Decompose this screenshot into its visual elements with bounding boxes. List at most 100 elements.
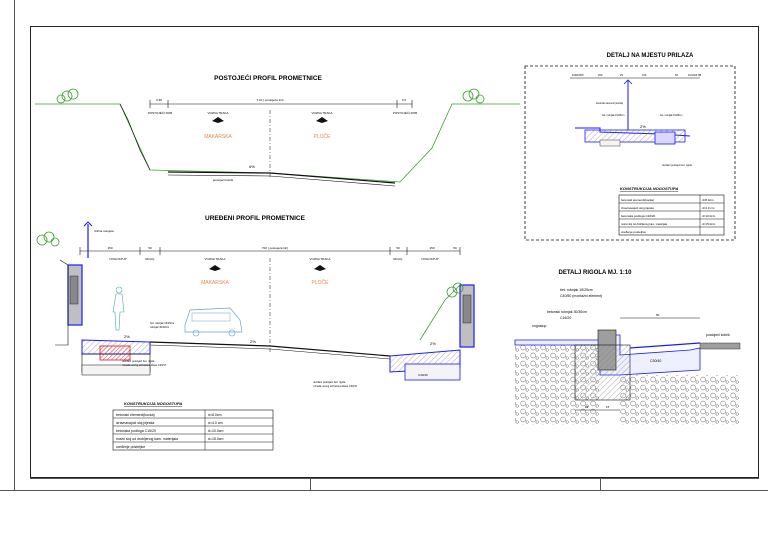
rigol-label: postojeći kolnik bbox=[706, 333, 730, 337]
table-detail-row-name: uređenje posteljice bbox=[621, 230, 646, 234]
existing-dest-left: MAKARSKA bbox=[204, 134, 232, 140]
table-detail-row-name: betonska podloga C16/20 bbox=[621, 214, 656, 218]
title-block-divider bbox=[310, 478, 311, 490]
arranged-lane-left: VOZNA TRAKA bbox=[205, 257, 226, 261]
rigol-label: nogostup bbox=[532, 324, 546, 328]
table-main-row-name: betonska podloga C16/20 bbox=[116, 429, 156, 433]
slope-right: 2% bbox=[430, 341, 436, 346]
rigol-label: betonski rubnjak 30/30cm bbox=[547, 310, 587, 314]
rigol-label: bet. rubnjak 15/25cm bbox=[560, 288, 593, 292]
existing-profile-title: POSTOJEĆI PROFIL PROMETNICE bbox=[214, 73, 322, 82]
detail-dim: 100/100/5 bbox=[572, 73, 584, 77]
arranged-dim: 150 bbox=[429, 246, 434, 250]
arranged-dim: 50 bbox=[396, 246, 400, 250]
slope-mid: 2% bbox=[250, 339, 256, 344]
detail-note: utvrđeni postojeći bet. rigola bbox=[662, 164, 692, 167]
detail-note: bet. rubnjak 15/25cm bbox=[660, 114, 682, 117]
rigol-dim-bottom: 15 bbox=[606, 405, 610, 409]
table-detail-title: KONSTRUKCIJA NOGOSTUPA bbox=[620, 186, 678, 191]
label-nogostup-left: NOGOSTUP bbox=[109, 257, 126, 261]
table-detail-row-value: d=8.0cm bbox=[702, 198, 714, 202]
label-rigol-left: RIGOL bbox=[145, 257, 155, 261]
car-icon bbox=[184, 307, 243, 337]
existing-side-right: POSTOJEĆI ROB bbox=[393, 110, 417, 115]
existing-side-left: POSTOJEĆI ROB bbox=[148, 110, 172, 115]
arranged-lane-right: VOZNA TRAKA bbox=[310, 257, 331, 261]
existing-lane-left: VOZNA TRAKA bbox=[208, 111, 229, 115]
detail-dim: 200 bbox=[598, 73, 603, 77]
tree-icon bbox=[446, 282, 464, 298]
arranged-dim: 150 bbox=[107, 246, 112, 250]
table-main-row-name: izravnavajući sloj pijeska bbox=[116, 421, 154, 425]
table-main-row-value: d=4.0 cm bbox=[208, 421, 223, 425]
left-margin-strip bbox=[0, 0, 15, 490]
table-detail-row-name: izravnavajući sloj pijeska bbox=[621, 206, 654, 210]
arranged-dest-left: MAKARSKA bbox=[201, 280, 229, 286]
table-detail-row-name: betonski elementi(kocka) bbox=[621, 198, 654, 202]
arranged-dim-total: 700 ( postojeća širi) bbox=[262, 246, 288, 250]
label-rigol-right: RIGOL bbox=[393, 257, 403, 261]
direction-arrow-icon bbox=[316, 117, 328, 123]
title-block-divider bbox=[600, 478, 601, 490]
detail-approach: DETALJ NA MJESTU PRILAZA 100/100/5 200 2… bbox=[524, 53, 736, 241]
label-nogostup-right: NOGOSTUP bbox=[421, 257, 438, 261]
detail-rigol: DETALJ RIGOLA MJ. 1:10 bet. rubnjak 15/2… bbox=[514, 270, 741, 425]
detail-note: bet. rubnjak 15/25cm bbox=[602, 114, 624, 117]
table-main-row-value: d=8.0cm bbox=[208, 413, 222, 417]
note-left: i izrada novog od betona klase C30/37 bbox=[122, 363, 167, 367]
detail-rigol-title: DETALJ RIGOLA MJ. 1:10 bbox=[558, 270, 632, 276]
rigol-label: C40/50 (montažni element) bbox=[560, 294, 602, 298]
drawing-frame bbox=[30, 26, 759, 478]
slope-left: 2% bbox=[124, 334, 130, 339]
title-block-strip bbox=[30, 478, 759, 491]
table-detail-row-value: d=10.0cm bbox=[702, 214, 716, 218]
detail-dim: 100 bbox=[642, 73, 647, 77]
detail-note: betonski elementi (kocka) bbox=[596, 102, 623, 105]
existing-dim-total: 7.10 ( postojeća širi) bbox=[256, 98, 283, 102]
street-lamp-icon bbox=[623, 79, 633, 130]
note-left: utvrđeni postojeći bet. rigola bbox=[122, 359, 155, 363]
existing-profile: POSTOJEĆI PROFIL PROMETNICE 7.10 ( posto… bbox=[35, 73, 520, 187]
pedestrian-icon bbox=[112, 286, 125, 331]
table-main-row-name: uređenje posteljice bbox=[116, 445, 145, 449]
terrain-line bbox=[35, 103, 520, 183]
table-main-row-value: d=10.0cm bbox=[208, 429, 224, 433]
detail-slope: 2% bbox=[640, 124, 646, 129]
arranged-profile-title: UREĐENI PROFIL PROMETNICE bbox=[205, 215, 306, 222]
arranged-profile: UREĐENI PROFIL PROMETNICE 150 50 700 ( p… bbox=[36, 215, 475, 388]
table-main-row-value: d=15.0cm bbox=[208, 437, 224, 441]
street-lamp-icon bbox=[83, 221, 93, 258]
direction-arrow-icon bbox=[314, 265, 326, 271]
existing-slope: 6% bbox=[249, 164, 255, 169]
arranged-dest-right: PLOČE bbox=[312, 279, 330, 286]
rigol-label: C16/20 bbox=[560, 316, 571, 320]
sheet bbox=[0, 490, 768, 491]
existing-surface-note: postojeći kolnik bbox=[213, 178, 234, 182]
direction-arrow-icon bbox=[212, 117, 224, 123]
rigol-c-label: C30/40 bbox=[650, 359, 661, 363]
existing-dim-right: 0.5 bbox=[402, 98, 407, 102]
table-main-title: KONSTRUKCIJA NOGOSTUPA bbox=[124, 401, 182, 406]
table-detail-row-name: nosivi sloj od drobljenog kam. materijal… bbox=[621, 222, 668, 226]
existing-lane-right: VOZNA TRAKA bbox=[312, 111, 333, 115]
c-label-right: C30/40 bbox=[418, 373, 428, 377]
direction-arrow-icon bbox=[209, 265, 221, 271]
detail-approach-title: DETALJ NA MJESTU PRILAZA bbox=[607, 53, 694, 59]
tree-icon bbox=[462, 88, 485, 104]
tree-icon bbox=[36, 231, 60, 247]
rigol-dim-bottom: 15 bbox=[585, 405, 589, 409]
arranged-dim: 50 bbox=[148, 246, 152, 250]
tree-icon bbox=[56, 88, 79, 104]
note-left: rubnjak 30/30cm bbox=[150, 325, 169, 329]
lamp-note: Ulična rasvjeta bbox=[94, 229, 114, 233]
existing-dim-left: 0.65 bbox=[156, 98, 162, 102]
detail-dim: 50 bbox=[675, 73, 678, 77]
rigol-dim-top: 50 bbox=[656, 313, 660, 317]
existing-dest-right: PLOČE bbox=[314, 133, 332, 140]
detail-dim: KOLNIK 88 bbox=[688, 73, 702, 77]
note-right: utvrđeni postojeći bet. rigola bbox=[313, 380, 346, 384]
table-main-row-name: betonski elementi(kocka) bbox=[116, 413, 155, 417]
note-left: bet. rubnjak 15/25cm bbox=[150, 321, 174, 325]
detail-dim: 25 bbox=[620, 73, 623, 77]
